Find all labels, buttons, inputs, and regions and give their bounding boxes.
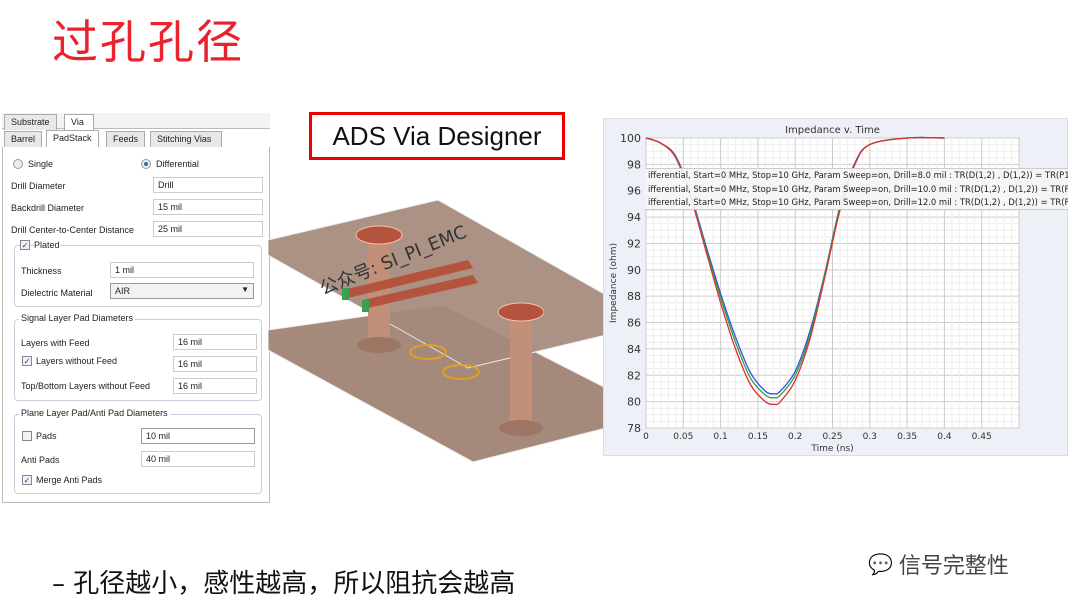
x-tick-label: 0.3 xyxy=(863,432,877,442)
topbottom-input[interactable]: 16 mil xyxy=(173,378,257,394)
y-tick-label: 80 xyxy=(627,396,641,409)
plated-checkbox[interactable]: ✓ xyxy=(20,240,30,250)
y-tick-label: 88 xyxy=(627,290,641,303)
y-tick-label: 98 xyxy=(627,158,641,171)
top-tabbar: Substrate Via xyxy=(2,113,270,130)
port-marker xyxy=(362,300,369,312)
single-label: Single xyxy=(28,159,54,169)
pads-input[interactable]: 10 mil xyxy=(141,428,255,444)
x-tick-label: 0.15 xyxy=(748,432,768,442)
signal-layer-group xyxy=(14,319,262,401)
legend-entry: ifferential, Start=0 MHz, Stop=10 GHz, P… xyxy=(648,170,1068,180)
differential-radio[interactable] xyxy=(141,159,151,169)
via-barrel xyxy=(368,240,390,345)
x-tick-label: 0.4 xyxy=(937,432,952,442)
layers-without-feed-label: Layers without Feed xyxy=(36,356,118,366)
pads-label: Pads xyxy=(36,431,57,441)
via-designer-panel: Substrate Via Barrel PadStack Feeds Stit… xyxy=(2,113,272,505)
tab-via[interactable]: Via xyxy=(64,114,94,130)
backdrill-input[interactable]: 15 mil xyxy=(153,199,263,215)
y-tick-label: 84 xyxy=(627,343,641,356)
dielectric-label: Dielectric Material xyxy=(21,288,93,298)
x-tick-label: 0 xyxy=(643,432,649,442)
x-tick-label: 0.45 xyxy=(972,432,992,442)
chart-legend: ifferential, Start=0 MHz, Stop=10 GHz, P… xyxy=(645,168,1068,210)
y-tick-label: 92 xyxy=(627,237,641,250)
anti-pads-input[interactable]: 40 mil xyxy=(141,451,255,467)
via-3d-render: 公众号: SI_PI_EMC xyxy=(268,200,607,463)
chart-title: Impedance v. Time xyxy=(785,125,880,136)
y-tick-label: 82 xyxy=(627,369,641,382)
via-base xyxy=(499,420,543,436)
via-pad xyxy=(497,302,545,322)
plane-group-title: Plane Layer Pad/Anti Pad Diameters xyxy=(19,408,170,418)
x-tick-label: 0.25 xyxy=(822,432,842,442)
tab-substrate[interactable]: Substrate xyxy=(4,114,57,130)
x-tick-label: 0.35 xyxy=(897,432,917,442)
tab-feeds[interactable]: Feeds xyxy=(106,131,146,147)
anti-pad-ring xyxy=(409,344,447,360)
wechat-watermark: 💬信号完整性 xyxy=(868,548,1009,580)
legend-entry: ifferential, Start=0 MHz, Stop=10 GHz, P… xyxy=(648,183,1068,194)
y-tick-label: 94 xyxy=(627,211,641,224)
drill-diameter-label: Drill Diameter xyxy=(11,181,66,191)
dielectric-value: AIR xyxy=(115,286,131,296)
ads-via-designer-callout: ADS Via Designer xyxy=(309,112,565,160)
thickness-input[interactable]: 1 mil xyxy=(110,262,254,278)
y-axis-label: Impedance (ohm) xyxy=(609,243,619,323)
port-marker xyxy=(342,288,349,300)
feed-trace xyxy=(343,260,473,298)
plated-group xyxy=(14,245,262,307)
layers-without-feed-checkbox[interactable]: ✓ xyxy=(22,356,32,366)
y-tick-label: 86 xyxy=(627,317,641,330)
signal-group-title: Signal Layer Pad Diameters xyxy=(19,313,136,323)
wechat-icon: 💬 xyxy=(868,552,893,576)
padstack-form: Single Differential Drill Diameter Drill… xyxy=(2,147,270,503)
dropdown-arrow-icon: ▼ xyxy=(241,285,249,294)
x-tick-label: 0.05 xyxy=(673,432,693,442)
via-pad xyxy=(355,225,403,245)
x-tick-label: 0.2 xyxy=(788,432,802,442)
via-base xyxy=(357,337,401,353)
y-tick-label: 78 xyxy=(627,422,641,435)
merge-anti-pads-checkbox[interactable]: ✓ xyxy=(22,475,32,485)
tab-stitching-vias[interactable]: Stitching Vias xyxy=(150,131,222,147)
y-tick-label: 100 xyxy=(620,132,641,145)
tab-barrel[interactable]: Barrel xyxy=(4,131,43,147)
differential-label: Differential xyxy=(156,159,199,169)
layers-without-feed-input[interactable]: 16 mil xyxy=(173,356,257,372)
legend-entry: ifferential, Start=0 MHz, Stop=10 GHz, P… xyxy=(648,197,1068,207)
merge-anti-pads-label: Merge Anti Pads xyxy=(36,475,103,485)
layers-with-feed-input[interactable]: 16 mil xyxy=(173,334,257,350)
y-tick-label: 96 xyxy=(627,185,641,198)
bullet-text: – 孔径越小，感性越高，所以阻抗会越高 xyxy=(52,569,516,599)
layers-with-feed-label: Layers with Feed xyxy=(21,338,90,348)
thickness-label: Thickness xyxy=(21,266,62,276)
center-distance-input[interactable]: 25 mil xyxy=(153,221,263,237)
via-barrel xyxy=(510,315,532,425)
dielectric-select[interactable]: AIR ▼ xyxy=(110,283,254,299)
topbottom-label: Top/Bottom Layers without Feed xyxy=(21,381,151,391)
center-distance-label: Drill Center-to-Center Distance xyxy=(11,225,135,235)
x-tick-label: 0.1 xyxy=(713,432,727,442)
y-tick-label: 90 xyxy=(627,264,641,277)
tab-padstack[interactable]: PadStack xyxy=(46,130,99,147)
feed-trace xyxy=(363,275,478,308)
drill-diameter-input[interactable]: Drill xyxy=(153,177,263,193)
single-radio[interactable] xyxy=(13,159,23,169)
anti-pad-ring xyxy=(442,364,480,380)
anti-pads-label: Anti Pads xyxy=(21,455,60,465)
watermark-text: 信号完整性 xyxy=(898,554,1009,579)
slide-title: 过孔孔径 xyxy=(52,15,244,69)
backdrill-label: Backdrill Diameter xyxy=(11,203,85,213)
pads-checkbox[interactable] xyxy=(22,431,32,441)
plated-label: Plated xyxy=(34,240,60,250)
x-axis-label: Time (ns) xyxy=(810,444,853,454)
